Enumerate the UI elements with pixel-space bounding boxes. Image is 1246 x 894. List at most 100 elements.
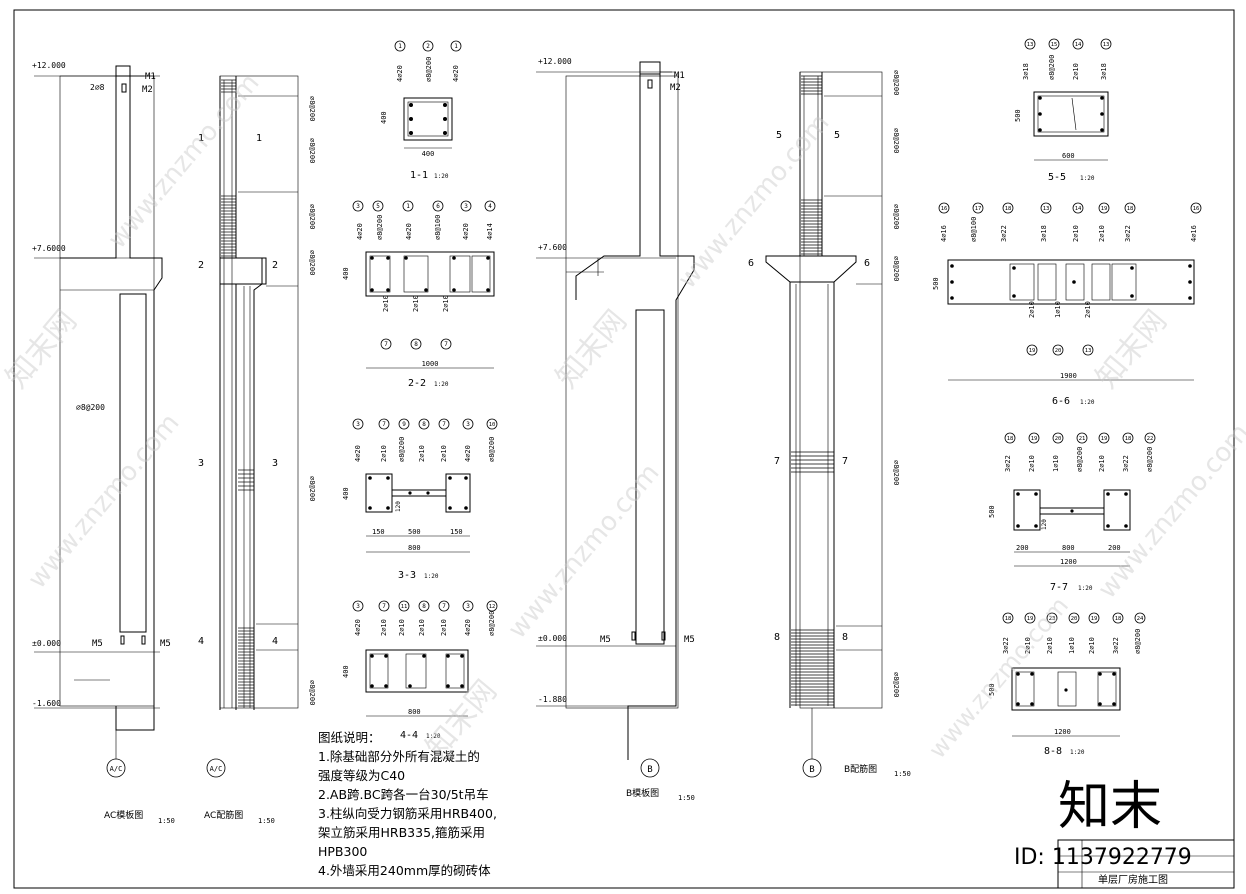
- elev-12-label: +12.000: [32, 61, 66, 70]
- section-mark-5-left: 5: [776, 130, 782, 141]
- s22-bot-2: 2⌀10: [412, 295, 420, 312]
- drawing-notes: 图纸说明： 1.除基础部分外所有混凝土的 强度等级为C40 2.AB跨.BC跨各…: [318, 728, 538, 880]
- s11-callout-1: 1: [398, 43, 402, 50]
- s11-title: 1-1: [410, 170, 428, 181]
- s22-bot-3: 2⌀10: [442, 295, 450, 312]
- s44-width: 800: [408, 708, 421, 716]
- s11-bar-b: ⌀8@200: [425, 57, 433, 82]
- stir-label-b-r3: ⌀8@200: [892, 204, 900, 229]
- s66-callout-20: 20: [1055, 348, 1062, 354]
- s44-bar-7: ⌀8@200: [488, 611, 496, 636]
- s88-height: 500: [988, 683, 996, 696]
- section-6-6: 1900 500 4⌀16 ⌀8@100 3⌀22 3⌀18 2⌀10 2⌀10…: [932, 202, 1202, 407]
- s33-bar-2: 2⌀10: [380, 445, 388, 462]
- s11-width: 400: [422, 150, 435, 158]
- section-4-4: 800 400 4⌀20 2⌀10 2⌀10 2⌀10 2⌀10 4⌀20 ⌀8…: [342, 600, 498, 741]
- s55-callout-13: 13: [1027, 42, 1034, 48]
- s22-callout-8: 8: [414, 341, 418, 348]
- stir-label-ac-r2: ⌀8@200: [308, 138, 316, 163]
- s44-callout-3: 3: [356, 603, 360, 610]
- s77-bar-1: 3⌀22: [1004, 455, 1012, 472]
- s66-bar-5: 2⌀10: [1072, 225, 1080, 242]
- section-mark-7-left: 7: [774, 456, 780, 467]
- notes-line-2: 强度等级为C40: [318, 768, 406, 783]
- section-mark-4-left: 4: [198, 636, 204, 647]
- s88-bar-3: 2⌀10: [1046, 637, 1054, 654]
- watermark-site-3: www.znzmo.com: [502, 458, 665, 644]
- s55-bar-4: 3⌀18: [1100, 63, 1108, 80]
- s88-bar-6: 3⌀22: [1112, 637, 1120, 654]
- s33-callout-7: 7: [382, 421, 386, 428]
- s22-bot-1: 2⌀10: [382, 295, 390, 312]
- notes-line-1: 1.除基础部分外所有混凝土的: [318, 749, 480, 764]
- m5-label-left: M5: [92, 639, 103, 649]
- s11-callout-1b: 1: [454, 43, 458, 50]
- s66-callout-14: 14: [1075, 206, 1082, 212]
- s22-bar-6: 4⌀14: [486, 223, 494, 240]
- stir-label-ac-r3: ⌀8@200: [308, 204, 316, 229]
- s44-bar-1: 4⌀20: [354, 619, 362, 636]
- s77-d200-right: 200: [1108, 544, 1121, 552]
- s66-bar-4: 3⌀18: [1040, 225, 1048, 242]
- s55-scale: 1:20: [1080, 175, 1095, 182]
- watermark-brand-1: 知末网: [0, 304, 84, 395]
- b-formwork-elevation: +12.000 +7.600 ±0.000 -1.880 M1 M2 M5 M5…: [536, 57, 695, 802]
- watermark-brand-3: 知末网: [1089, 304, 1174, 395]
- s44-callout-11: 11: [401, 604, 408, 610]
- s88-callout-19b: 19: [1091, 616, 1098, 622]
- axis-b-label: B: [647, 765, 652, 775]
- b-formwork-scale: 1:50: [678, 794, 695, 802]
- s22-callout-6: 6: [436, 203, 440, 210]
- b-rebar-scale: 1:50: [894, 770, 911, 778]
- s88-bar-7: ⌀8@200: [1134, 629, 1142, 654]
- s22-callout-7b: 7: [444, 341, 448, 348]
- section-mark-8-right: 8: [842, 632, 848, 643]
- stir-label-ac-r1: ⌀8@200: [308, 96, 316, 121]
- s22-height: 400: [342, 267, 350, 280]
- elev-m188-label: -1.880: [538, 695, 567, 704]
- s22-callout-3b: 3: [464, 203, 468, 210]
- stir-label-b-r1: ⌀8@200: [892, 70, 900, 95]
- s44-bar-2: 2⌀10: [380, 619, 388, 636]
- elev-m16-label: -1.600: [32, 699, 61, 708]
- s11-callout-2: 2: [426, 43, 430, 50]
- s77-callout-21: 21: [1079, 436, 1086, 442]
- s33-d150-right: 150: [450, 528, 463, 536]
- ac-rebar-elevation: 1 1 2 2 3 3 4 4 ⌀8@200 ⌀8@200 ⌀8@200 ⌀8@…: [198, 75, 316, 825]
- ac-formwork-title: AC模板图: [104, 809, 143, 821]
- s88-callout-19: 19: [1027, 616, 1034, 622]
- section-1-1: 400 400 4⌀20 ⌀8@200 4⌀20 1 2 1 1-1 1:20: [380, 40, 462, 181]
- s22-bar-4: ⌀8@100: [434, 215, 442, 240]
- notes-line-3: 2.AB跨.BC跨各一台30/5t吊车: [318, 787, 489, 802]
- s66-bar-6: 2⌀10: [1098, 225, 1106, 242]
- s88-bar-2: 2⌀10: [1024, 637, 1032, 654]
- section-mark-3-left: 3: [198, 458, 204, 469]
- ac-rebar-scale: 1:50: [258, 817, 275, 825]
- s88-callout-23: 23: [1049, 616, 1056, 622]
- m5-label-b-left: M5: [600, 635, 611, 645]
- s11-bar-a: 4⌀20: [396, 65, 404, 82]
- s66-bot-2: 1⌀10: [1054, 301, 1062, 318]
- section-mark-6-right: 6: [864, 258, 870, 269]
- s77-d200-left: 200: [1016, 544, 1029, 552]
- s77-bar-6: 3⌀22: [1122, 455, 1130, 472]
- watermark-site-1: www.znzmo.com: [22, 408, 185, 594]
- ac-rebar-title: AC配筋图: [204, 809, 243, 821]
- s33-callout-8: 8: [422, 421, 426, 428]
- section-mark-8-left: 8: [774, 632, 780, 643]
- stir-label-b-r5: ⌀8@200: [892, 460, 900, 485]
- s88-width: 1200: [1054, 728, 1071, 736]
- s33-callout-7b: 7: [442, 421, 446, 428]
- s44-callout-12: 12: [489, 604, 496, 610]
- s66-callout-17: 17: [975, 206, 982, 212]
- stir-label-ac: ⌀8@200: [76, 403, 105, 412]
- s33-d800: 800: [408, 544, 421, 552]
- s66-bot-1: 2⌀10: [1028, 301, 1036, 318]
- notes-line-7: 4.外墙采用240mm厚的砌砖体: [318, 863, 491, 878]
- ac-formwork-scale: 1:50: [158, 817, 175, 825]
- section-mark-5-right: 5: [834, 130, 840, 141]
- s55-width: 600: [1062, 152, 1075, 160]
- s66-callout-13: 13: [1043, 206, 1050, 212]
- s33-bar-7: ⌀8@200: [488, 437, 496, 462]
